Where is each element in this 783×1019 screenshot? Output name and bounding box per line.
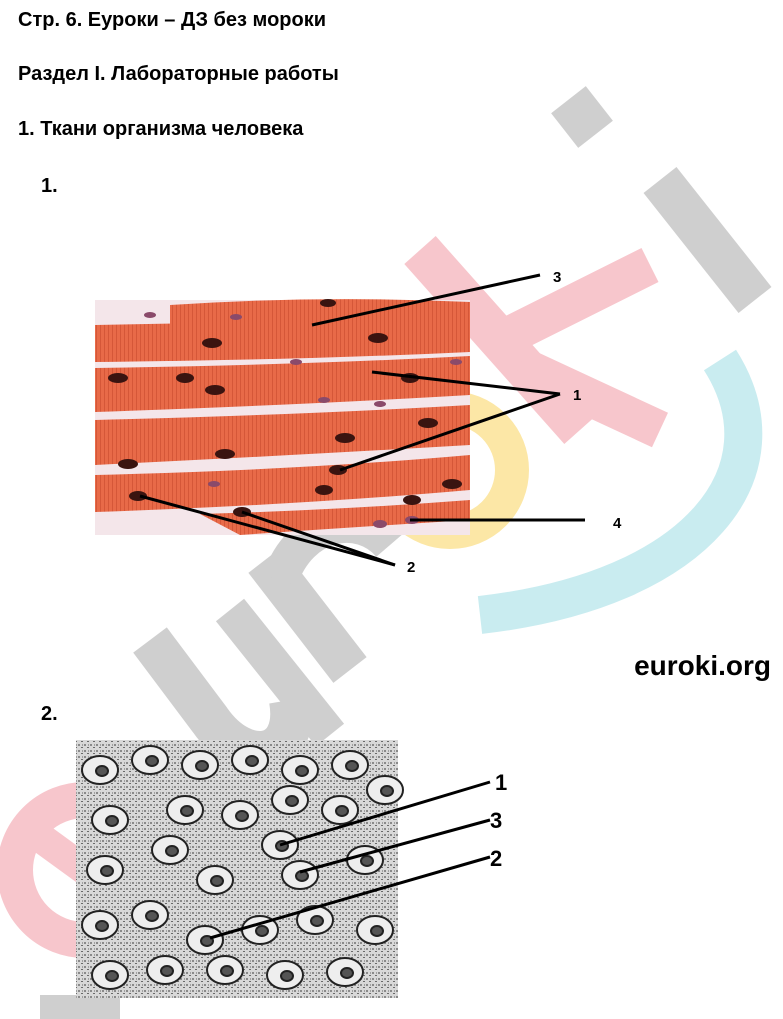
cell-nucleus — [255, 925, 269, 937]
muscle-fiber — [95, 318, 470, 362]
fig2-label-3: 3 — [490, 808, 502, 833]
page-header-line1: Стр. 6. Еуроки – ДЗ без мороки — [18, 9, 327, 31]
cell-nucleus — [345, 760, 359, 772]
fig1-label-1: 1 — [573, 387, 581, 404]
cell-nucleus — [235, 810, 249, 822]
cell-nucleus — [310, 915, 324, 927]
muscle-fiber — [200, 500, 470, 535]
cell-nucleus — [105, 815, 119, 827]
muscle-fiber — [95, 455, 470, 512]
cell-nucleus — [145, 910, 159, 922]
site-url: euroki.org — [634, 650, 771, 681]
muscle-fiber — [95, 405, 470, 465]
cell-nucleus — [210, 875, 224, 887]
figure2-number: 2. — [41, 703, 58, 725]
cell-nucleus — [245, 755, 259, 767]
section-title: Раздел I. Лабораторные работы — [18, 63, 339, 85]
cell-nucleus — [380, 785, 394, 797]
figure1-number: 1. — [41, 175, 58, 197]
cell-nucleus — [100, 865, 114, 877]
cell-nucleus — [95, 765, 109, 777]
cell-nucleus — [340, 967, 354, 979]
cell-nucleus — [200, 935, 214, 947]
cell-nucleus — [370, 925, 384, 937]
cell-nucleus — [95, 920, 109, 932]
cell-nucleus — [280, 970, 294, 982]
cell-nucleus — [335, 805, 349, 817]
cell-nucleus — [180, 805, 194, 817]
muscle-fiber — [95, 356, 470, 412]
topic-title: 1. Ткани организма человека — [18, 118, 304, 140]
cell-nucleus — [195, 760, 209, 772]
fig2-label-2: 2 — [490, 846, 502, 871]
cell-nucleus — [165, 845, 179, 857]
fig1-label-2: 2 — [407, 559, 415, 576]
fig1-label-4: 4 — [613, 515, 622, 532]
cell-nucleus — [360, 855, 374, 867]
cell-nucleus — [160, 965, 174, 977]
fig2-label-1: 1 — [495, 770, 507, 795]
cell-nucleus — [145, 755, 159, 767]
cell-nucleus — [105, 970, 119, 982]
cell-nucleus — [285, 795, 299, 807]
cell-nucleus — [220, 965, 234, 977]
cell-nucleus — [295, 765, 309, 777]
fig1-label-3: 3 — [553, 269, 561, 286]
